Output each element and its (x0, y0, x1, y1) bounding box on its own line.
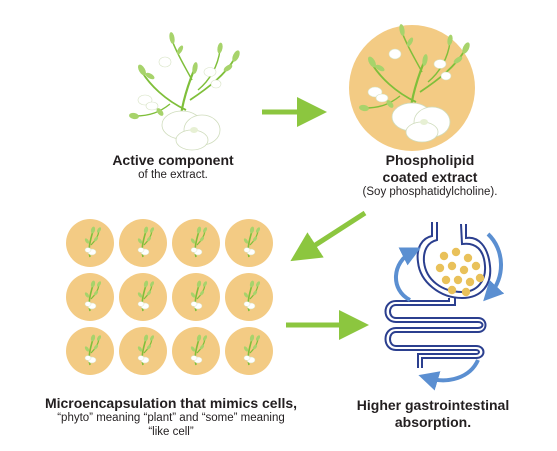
step3-subtitle: “phyto” meaning “plant” and “some” meani… (12, 412, 330, 440)
step1-subtitle: of the extract. (138, 169, 208, 181)
step3-subtitle-line2: “like cell” (148, 425, 194, 438)
phytosome-capsule-icon (172, 327, 220, 375)
phytosome-capsule-icon (225, 219, 273, 267)
phytosome-capsule-icon (66, 273, 114, 321)
particle-dot (435, 263, 445, 273)
step2-title: Phospholipid coated extract (330, 152, 530, 186)
particle-dot (447, 285, 457, 295)
particle-dot (439, 251, 449, 261)
phytosome-capsule-icon (225, 273, 273, 321)
phytosome-capsule-icon (66, 219, 114, 267)
absorbed-particles (435, 247, 485, 297)
step3-subtitle-line1: “phyto” meaning “plant” and “some” meani… (57, 412, 285, 424)
particle-dot (453, 275, 463, 285)
phytosome-capsule-icon (66, 327, 114, 375)
step1-title: Active component (112, 152, 234, 168)
particle-dot (441, 275, 451, 285)
phytosome-capsule-icon (119, 273, 167, 321)
particle-dot (471, 261, 481, 271)
phytosome-capsule-icon (119, 219, 167, 267)
particle-dot (475, 273, 485, 283)
particle-dot (465, 277, 475, 287)
phytosome-capsule-icon (119, 327, 167, 375)
phytosome-capsule-icon (172, 219, 220, 267)
particle-dot (461, 287, 471, 297)
step4-title-line1: Higher gastrointestinal (356, 397, 510, 413)
absorption-flow-arrows (394, 232, 505, 391)
particle-dot (463, 253, 473, 263)
plant-illustration-active-component (127, 30, 243, 152)
phytosome-capsule-icon (172, 273, 220, 321)
step4-title: Higher gastrointestinal absorption. (338, 397, 528, 431)
step4-title-line2: absorption. (394, 413, 472, 430)
plant-illustration-phospholipid-coated (349, 22, 475, 151)
step2-title-line1: Phospholipid (385, 152, 475, 168)
phytosome-capsule-grid (66, 219, 273, 375)
phytosome-capsule-icon (225, 327, 273, 375)
particle-dot (451, 247, 461, 257)
arrow-diagonal-icon (290, 210, 367, 262)
particle-dot (447, 261, 457, 271)
step2-title-line2: coated extract (382, 168, 478, 185)
particle-dot (459, 265, 469, 275)
step2-subtitle: (Soy phosphatidylcholine). (362, 186, 498, 198)
step3-title: Microencapsulation that mimics cells, (44, 395, 298, 411)
